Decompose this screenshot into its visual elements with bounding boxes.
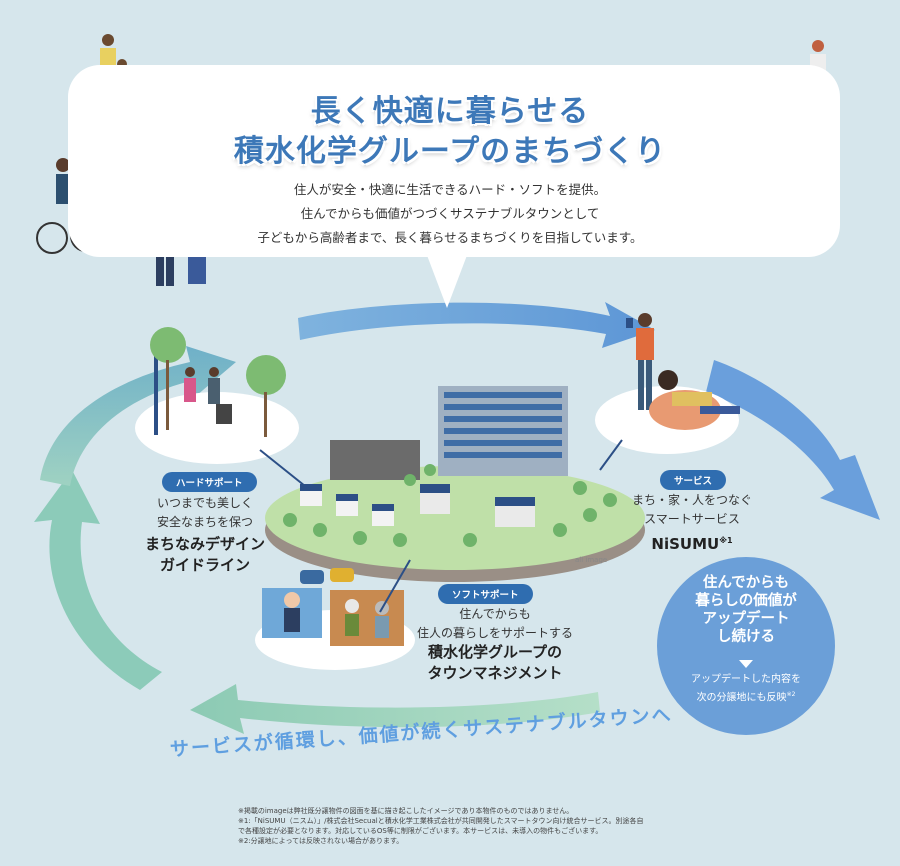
- footnote-line: で各種設定が必要となります。対応しているOS等に制限がございます。本サービスは、…: [238, 827, 603, 835]
- cycle-arrow-bottom: [190, 684, 600, 734]
- intro-bubble: [68, 65, 840, 257]
- soft-support-label: ソフトサポート: [438, 584, 533, 604]
- soft-support-desc-line: 住んでからも: [459, 607, 531, 621]
- update-circle: [657, 557, 835, 735]
- update-line: 住んでからも: [702, 575, 790, 591]
- intro-line: 住人が安全・快適に生活できるハード・ソフトを提供。: [293, 182, 607, 197]
- service-name: NiSUMU※1: [612, 530, 772, 555]
- cycle-arrow-right: [706, 360, 880, 520]
- soft-support-connector: [379, 559, 411, 613]
- soft-support-name: 積水化学グループの タウンマネジメント: [405, 642, 585, 684]
- footnote-line: ※1:「NiSUMU（ニスム）」/株式会社Secualと積水化学工業株式会社が共…: [238, 817, 644, 825]
- footnotes: ※掲載のimageは弊社既分譲物件の図面を基に描き起こしたイメージであり本物件の…: [238, 806, 668, 846]
- page-title-line2: 積水化学グループのまちづくり: [233, 134, 667, 169]
- soft-support-name-line: 積水化学グループの: [427, 643, 563, 661]
- hard-support-name-line: まちなみデザイン: [144, 535, 265, 553]
- hard-support-desc: いつまでも美しく 安全なまちを保つ: [130, 494, 280, 532]
- hard-support-name-line: ガイドライン: [159, 556, 250, 574]
- intro-text: 住人が安全・快適に生活できるハード・ソフトを提供。 住んでからも価値がつづくサス…: [0, 178, 900, 250]
- service-desc: まち・家・人をつなぐ スマートサービス: [612, 491, 772, 529]
- hard-support-illustration: [150, 327, 286, 437]
- footnote-line: ※2:分譲地によっては反映されない場合があります。: [238, 837, 404, 845]
- intro-line: 子どもから高齢者まで、長く暮らせるまちづくりを目指しています。: [257, 230, 643, 245]
- service-label: サービス: [660, 470, 727, 490]
- town-trees: [283, 464, 617, 547]
- houses: [300, 484, 535, 527]
- update-sub-text: 次の分譲地にも反映: [696, 692, 787, 704]
- soft-support-illustration: [262, 568, 404, 646]
- soft-support-desc: 住んでからも 住人の暮らしをサポートする: [410, 605, 580, 643]
- intro-line: 住んでからも価値がつづくサステナブルタウンとして: [300, 206, 600, 221]
- service-name-note: ※1: [719, 536, 733, 545]
- down-triangle-icon: [739, 660, 753, 668]
- service-illustration: [626, 313, 740, 430]
- cycle-arrow-top: [298, 302, 655, 348]
- hard-support-name: まちなみデザイン ガイドライン: [120, 534, 290, 576]
- update-line: 暮らしの価値が: [695, 593, 797, 609]
- update-circle-sub: アップデートした内容を 次の分譲地にも反映※2: [657, 672, 835, 705]
- service-name-text: NiSUMU: [651, 535, 720, 553]
- footnote-line: ※掲載のimageは弊社既分譲物件の図面を基に描き起こしたイメージであり本物件の…: [238, 807, 574, 815]
- commercial-building: [330, 440, 420, 480]
- update-sub-line: 次の分譲地にも反映※2: [657, 687, 835, 705]
- intro-bubble-tail: [425, 250, 469, 308]
- update-circle-text: 住んでからも 暮らしの価値が アップデート し続ける: [657, 574, 835, 646]
- hard-support-disc: [135, 392, 299, 464]
- update-line: アップデート: [702, 611, 790, 627]
- hard-support-desc-line: いつまでも美しく: [156, 496, 253, 510]
- cycle-arrow-left-lower: [34, 470, 162, 690]
- soft-support-desc-line: 住人の暮らしをサポートする: [416, 626, 573, 640]
- all-image-note: all image: [575, 556, 608, 564]
- hard-support-connector: [259, 449, 311, 491]
- service-desc-line: スマートサービス: [644, 512, 740, 526]
- update-line: し続ける: [717, 629, 775, 645]
- service-connector: [599, 439, 623, 471]
- hard-support-desc-line: 安全なまちを保つ: [156, 515, 253, 529]
- page-title-line1: 長く快適に暮らせる: [310, 94, 590, 129]
- service-desc-line: まち・家・人をつなぐ: [631, 493, 752, 507]
- update-sub-note: ※2: [786, 691, 796, 698]
- hard-support-label: ハードサポート: [162, 472, 257, 492]
- update-sub-line: アップデートした内容を: [691, 674, 801, 685]
- soft-support-name-line: タウンマネジメント: [427, 664, 563, 682]
